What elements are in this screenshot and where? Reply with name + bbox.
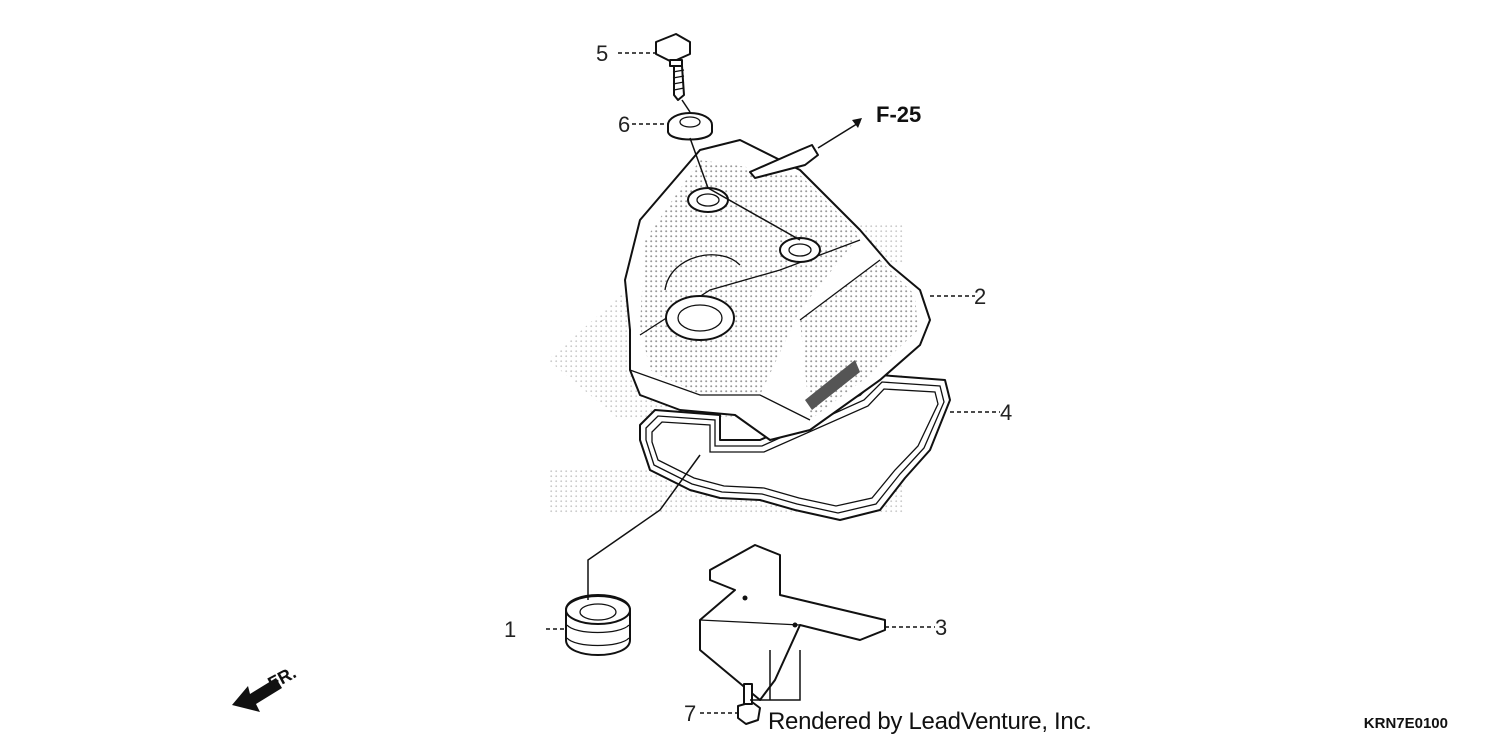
callout-7[interactable]: 7 [684, 701, 696, 726]
diagram-code: KRN7E0100 [1363, 715, 1448, 732]
plug-part[interactable] [565, 594, 631, 656]
callout-4[interactable]: 4 [1000, 400, 1012, 425]
callout-6[interactable]: 6 [618, 112, 630, 137]
credit-text: Rendered by LeadVenture, Inc. [768, 708, 1092, 735]
front-direction-arrow [232, 678, 282, 712]
bolt-part[interactable] [655, 33, 691, 101]
grommet-part[interactable] [667, 112, 713, 141]
callout-3[interactable]: 3 [935, 615, 947, 640]
callout-2[interactable]: 2 [974, 284, 986, 309]
reference-arrow [817, 118, 862, 149]
reference-label[interactable]: F-25 [876, 102, 921, 127]
callout-5[interactable]: 5 [596, 41, 608, 66]
small-bolt-part[interactable] [737, 683, 761, 725]
leader-lines [546, 52, 1000, 714]
cylinder-head-cover-part[interactable] [624, 139, 931, 441]
gasket-part[interactable] [639, 374, 951, 521]
guard-plate-part[interactable] [699, 544, 886, 701]
callout-1[interactable]: 1 [504, 617, 516, 642]
